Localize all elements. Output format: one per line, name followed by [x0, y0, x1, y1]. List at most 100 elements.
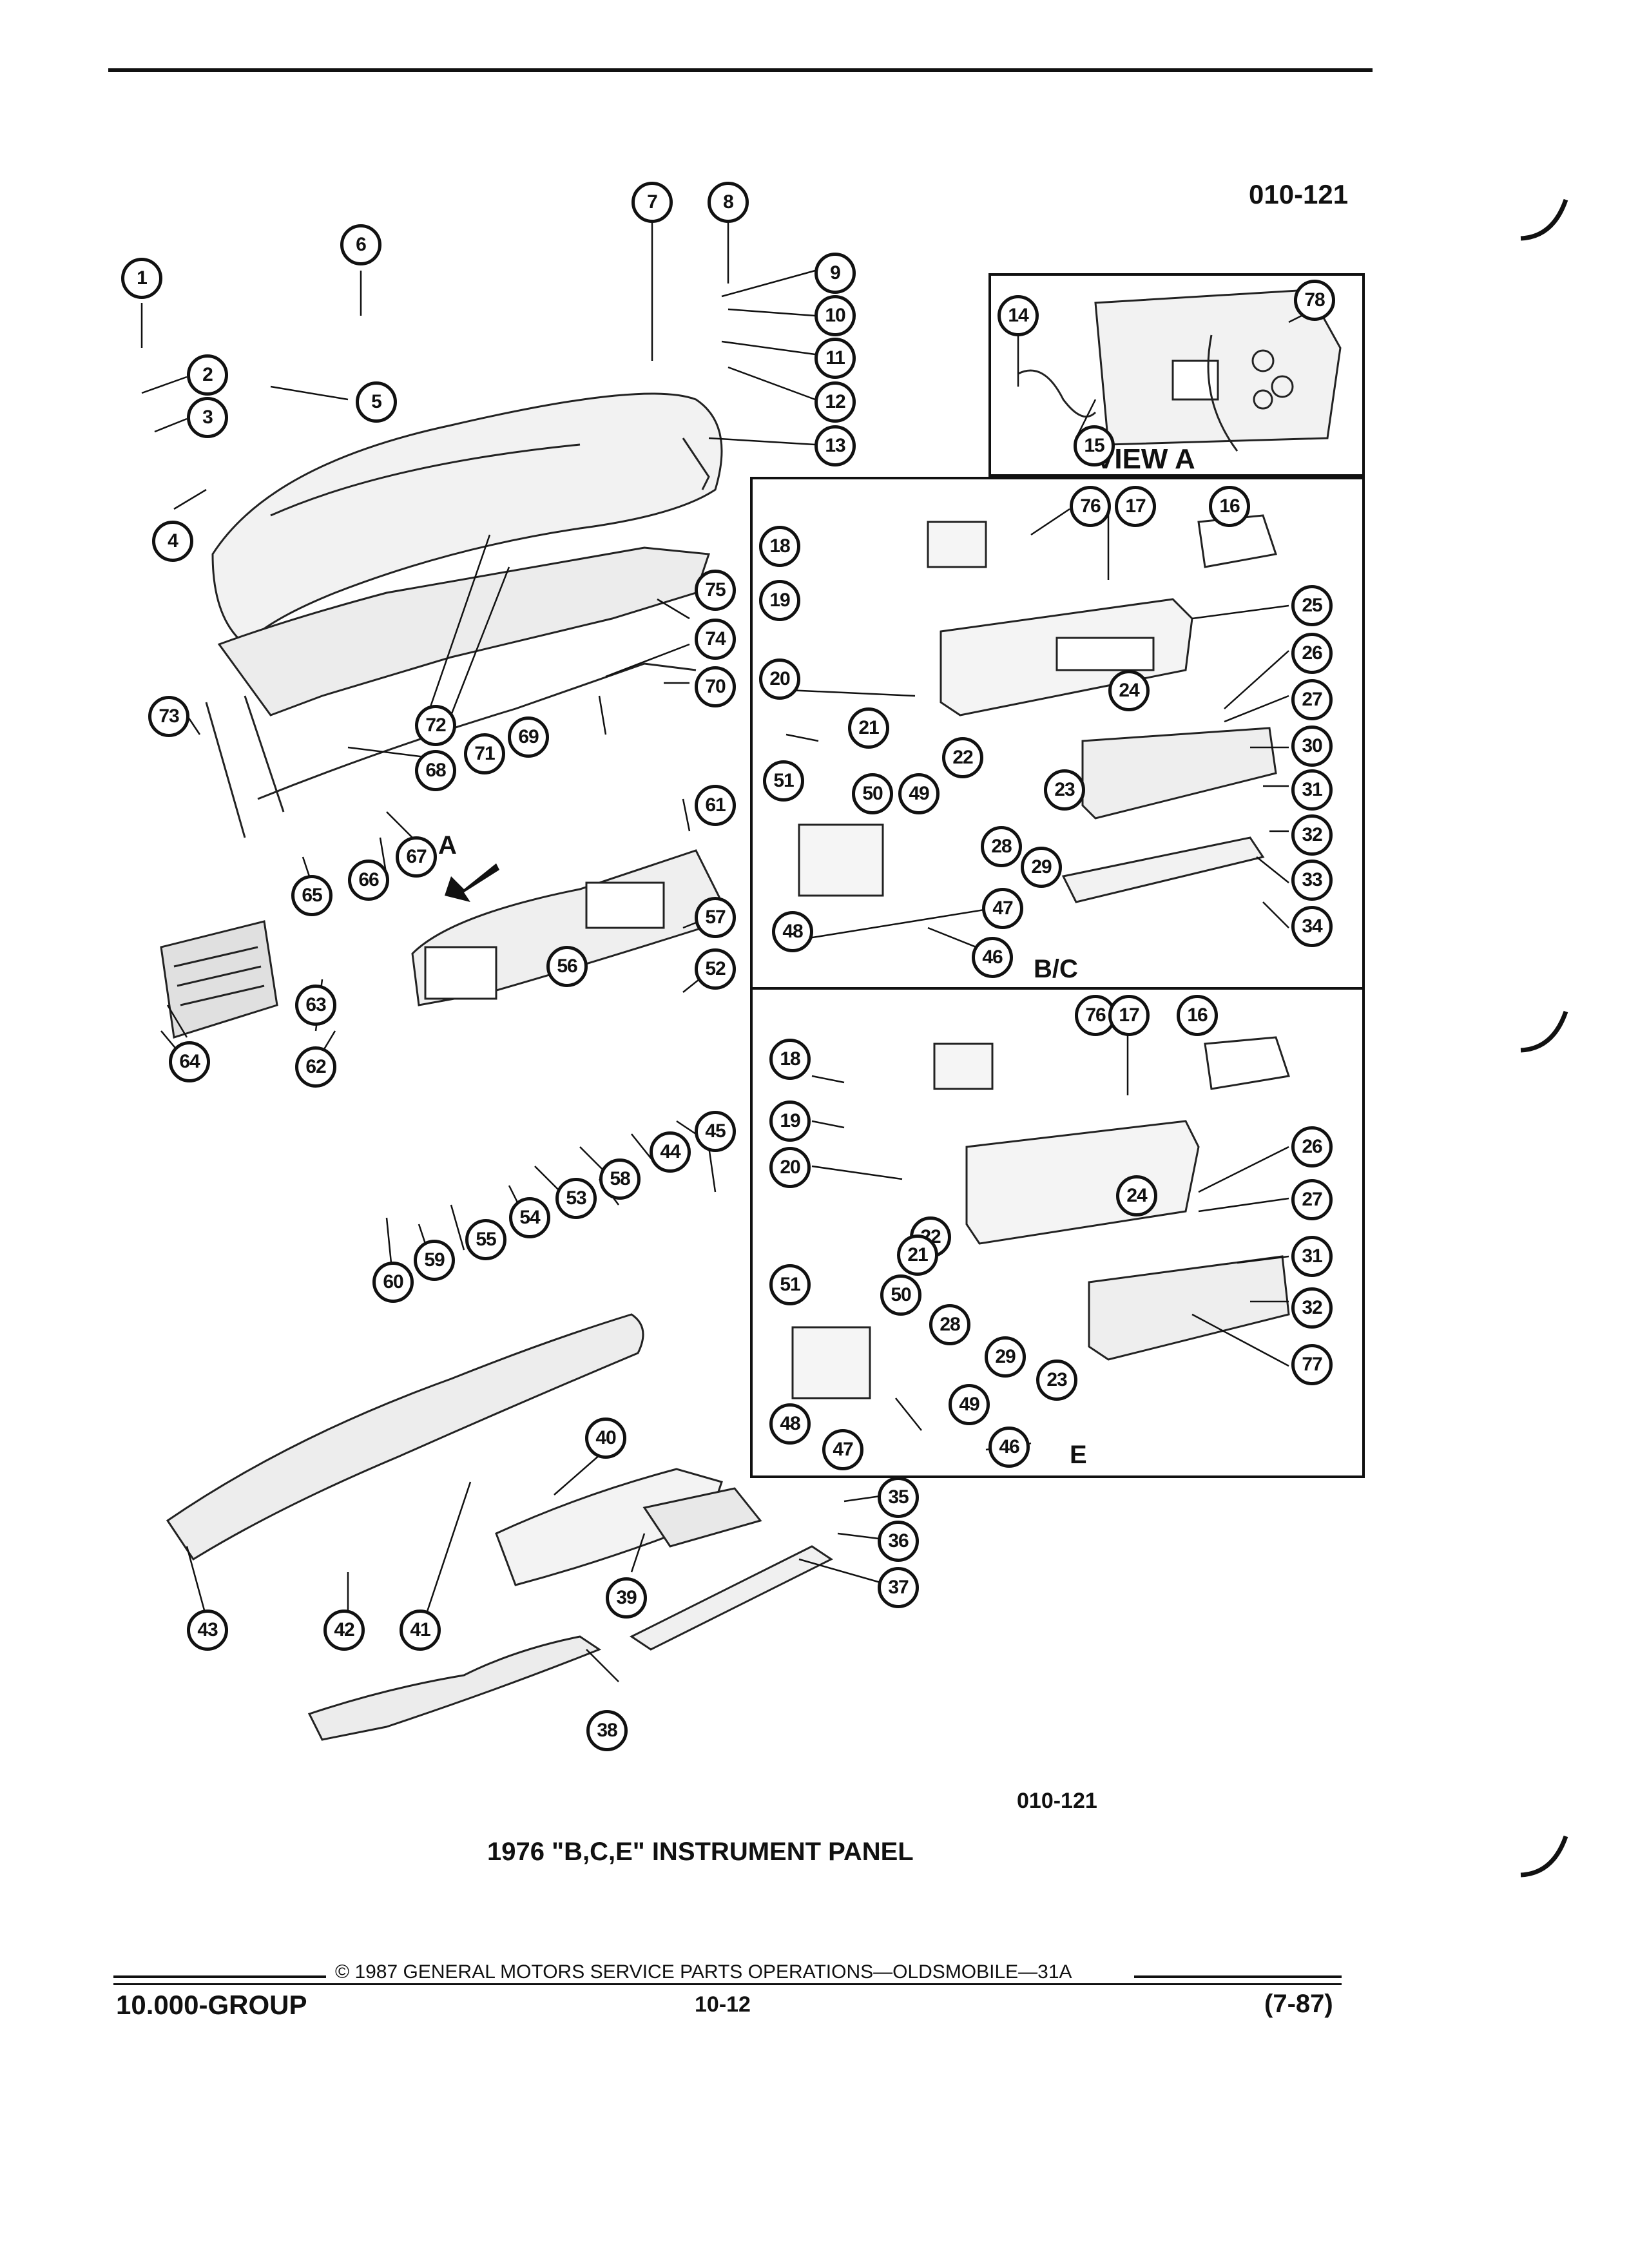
- callout-bc-17: 17: [1115, 486, 1156, 527]
- callout-1: 1: [121, 258, 162, 299]
- callout-bc-22: 22: [942, 737, 983, 778]
- callout-42: 42: [323, 1610, 365, 1651]
- callout-52: 52: [695, 948, 736, 990]
- callout-e-26: 26: [1291, 1126, 1333, 1168]
- callout-bc-49: 49: [898, 773, 940, 814]
- footer-page: 10-12: [695, 1992, 751, 2017]
- view-a-arrow-label: A: [438, 831, 457, 860]
- footer-rule-bottom: [113, 1983, 1342, 1985]
- callout-e-50: 50: [880, 1274, 921, 1316]
- callout-39: 39: [606, 1577, 647, 1619]
- callout-e-17: 17: [1108, 995, 1150, 1036]
- callout-40: 40: [585, 1418, 626, 1459]
- callout-44: 44: [650, 1131, 691, 1173]
- callout-2: 2: [187, 354, 228, 396]
- callout-bc-23: 23: [1044, 769, 1085, 811]
- callout-57: 57: [695, 897, 736, 938]
- callout-e-21: 21: [897, 1235, 938, 1276]
- callout-bc-16: 16: [1209, 486, 1250, 527]
- callout-bc-30: 30: [1291, 726, 1333, 767]
- callout-e-16: 16: [1177, 995, 1218, 1036]
- callout-36: 36: [878, 1521, 919, 1562]
- callout-bc-18: 18: [759, 526, 800, 567]
- callout-bc-50: 50: [852, 773, 893, 814]
- diagram-code-top: 010-121: [1249, 179, 1349, 209]
- callout-8: 8: [708, 182, 749, 223]
- footer-copyright: © 1987 GENERAL MOTORS SERVICE PARTS OPER…: [335, 1961, 1072, 1983]
- callout-60: 60: [372, 1262, 414, 1303]
- callout-70: 70: [695, 666, 736, 707]
- footer-rule-right: [1134, 1975, 1342, 1978]
- callout-13: 13: [815, 425, 856, 466]
- callout-e-20: 20: [769, 1147, 811, 1188]
- callout-bc-46: 46: [972, 937, 1013, 978]
- callout-bc-51: 51: [763, 760, 804, 802]
- callout-bc-24: 24: [1108, 670, 1150, 711]
- binder-mark-2: [1520, 1010, 1568, 1053]
- callout-e-18: 18: [769, 1039, 811, 1080]
- callout-53: 53: [555, 1178, 597, 1219]
- callout-61: 61: [695, 785, 736, 826]
- binder-mark-1: [1520, 198, 1568, 241]
- callout-bc-28: 28: [981, 826, 1022, 867]
- callout-4: 4: [152, 521, 193, 562]
- callout-bc-47: 47: [982, 888, 1023, 929]
- callout-74: 74: [695, 619, 736, 660]
- callout-e-29: 29: [985, 1336, 1026, 1378]
- callout-e-27: 27: [1291, 1179, 1333, 1220]
- callout-bc-48: 48: [772, 911, 813, 952]
- bc-label: B/C: [1034, 955, 1078, 983]
- callout-e-32: 32: [1291, 1287, 1333, 1329]
- callout-62: 62: [295, 1046, 336, 1088]
- callout-bc-29: 29: [1021, 847, 1062, 888]
- callout-12: 12: [815, 381, 856, 423]
- callout-bc-26: 26: [1291, 633, 1333, 674]
- e-label: E: [1070, 1441, 1087, 1469]
- callout-65: 65: [291, 875, 333, 916]
- callout-58: 58: [599, 1158, 641, 1200]
- callout-e-23: 23: [1036, 1360, 1077, 1401]
- callout-43: 43: [187, 1610, 228, 1651]
- callout-e-19: 19: [769, 1100, 811, 1142]
- callout-bc-19: 19: [759, 580, 800, 621]
- callout-e-77: 77: [1291, 1344, 1333, 1385]
- callout-38: 38: [586, 1710, 628, 1751]
- callout-71: 71: [464, 733, 505, 774]
- caption-title: 1976 "B,C,E" INSTRUMENT PANEL: [487, 1838, 914, 1866]
- callout-e-47: 47: [822, 1429, 863, 1470]
- caption-code: 010-121: [1017, 1789, 1097, 1813]
- callout-73: 73: [148, 696, 189, 737]
- callout-69: 69: [508, 716, 549, 758]
- callout-5: 5: [356, 381, 397, 423]
- callout-bc-76: 76: [1070, 486, 1111, 527]
- callout-75: 75: [695, 570, 736, 611]
- callout-45: 45: [695, 1111, 736, 1152]
- callout-e-48: 48: [769, 1403, 811, 1445]
- callout-6: 6: [340, 224, 381, 265]
- callout-72: 72: [415, 705, 456, 746]
- callout-bc-25: 25: [1291, 585, 1333, 626]
- callout-59: 59: [414, 1240, 455, 1281]
- e-inset: [750, 987, 1365, 1478]
- callout-bc-21: 21: [848, 707, 889, 749]
- footer-group: 10.000-GROUP: [116, 1990, 307, 2020]
- callout-15: 15: [1074, 425, 1115, 466]
- callout-e-28: 28: [929, 1304, 970, 1345]
- callout-bc-34: 34: [1291, 906, 1333, 947]
- callout-bc-32: 32: [1291, 814, 1333, 856]
- callout-55: 55: [465, 1219, 506, 1260]
- callout-37: 37: [878, 1567, 919, 1608]
- footer-rule-left: [113, 1975, 326, 1978]
- callout-54: 54: [509, 1197, 550, 1238]
- callout-35: 35: [878, 1477, 919, 1518]
- callout-56: 56: [546, 946, 588, 987]
- footer-date: (7-87): [1264, 1990, 1333, 2018]
- callout-67: 67: [396, 836, 437, 878]
- callout-bc-31: 31: [1291, 769, 1333, 811]
- binder-mark-3: [1520, 1835, 1568, 1878]
- view-a-inset: [988, 273, 1365, 477]
- callout-66: 66: [348, 860, 389, 901]
- callout-7: 7: [631, 182, 673, 223]
- callout-bc-20: 20: [759, 658, 800, 700]
